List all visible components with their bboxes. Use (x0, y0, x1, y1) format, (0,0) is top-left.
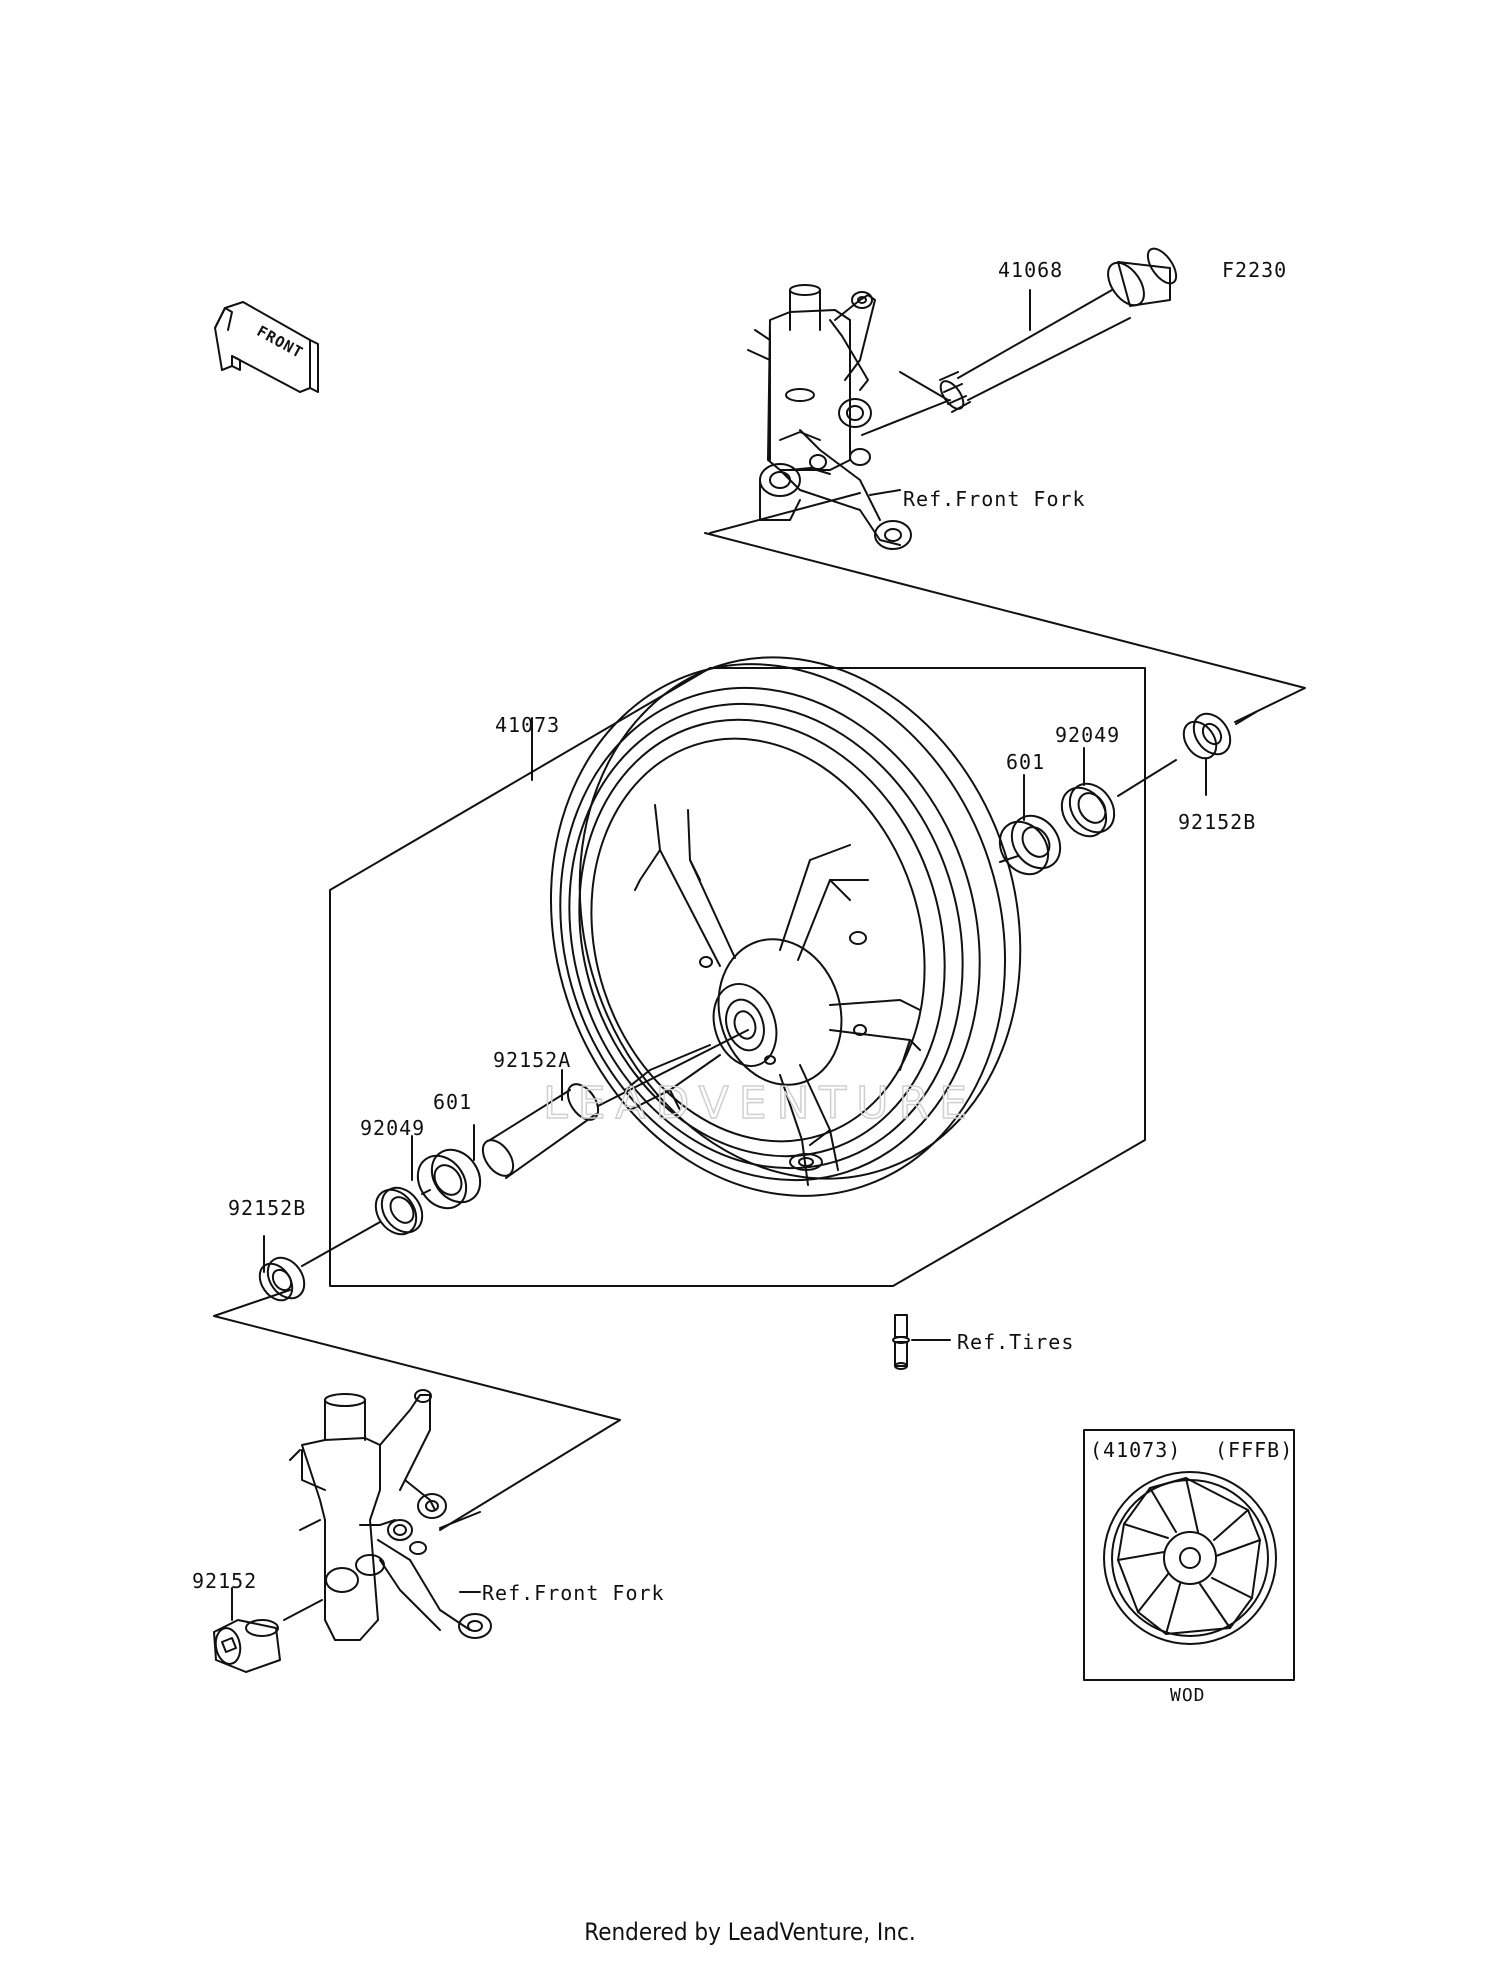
ref-front-fork-bottom: Ref.Front Fork (482, 1581, 665, 1605)
diagram-code: F2230 (1222, 258, 1288, 282)
bottom-front-fork (289, 1389, 492, 1641)
collar-right-part (1182, 712, 1232, 760)
axle-leader-line (861, 399, 951, 436)
axle-part (939, 247, 1178, 413)
watermark-text: LEADVENTURE (543, 1078, 977, 1129)
spacer-part (481, 1083, 600, 1179)
front-arrow-icon (214, 301, 319, 393)
label-41073: 41073 (495, 713, 561, 737)
top-plane-line (704, 492, 1306, 723)
collar-left-part (258, 1256, 306, 1302)
label-92152: 92152 (192, 1569, 258, 1593)
label-41068: 41068 (998, 258, 1064, 282)
bearing-left-part (416, 1148, 482, 1210)
label-601-left: 601 (433, 1090, 473, 1114)
label-92152B-left: 92152B (228, 1196, 307, 1220)
label-92049-left: 92049 (360, 1116, 426, 1140)
footer-credit: Rendered by LeadVenture, Inc. (584, 1918, 916, 1946)
spacer-leader-line (597, 1029, 749, 1107)
ref-tires: Ref.Tires (957, 1330, 1075, 1354)
inset-wheel-icon (1103, 1471, 1277, 1645)
label-92049-right: 92049 (1055, 723, 1121, 747)
top-front-fork (747, 284, 912, 550)
seal-right-part (1060, 782, 1116, 838)
axle-collar-part (213, 1619, 281, 1673)
seal-left-part (374, 1186, 424, 1236)
ref-front-fork-top: Ref.Front Fork (903, 487, 1086, 511)
label-601-right: 601 (1006, 750, 1046, 774)
label-92152A: 92152A (493, 1048, 572, 1072)
inset-box (1083, 1429, 1295, 1681)
inset-caption: WOD (1170, 1685, 1206, 1706)
wheel-drawing (549, 656, 1022, 1197)
label-92152B-right: 92152B (1178, 810, 1257, 834)
inset-color-code: (FFFB) (1215, 1438, 1294, 1462)
valve-part (892, 1314, 910, 1370)
inset-part-label: (41073) (1090, 1438, 1182, 1462)
bottom-plane-line (213, 1289, 621, 1531)
